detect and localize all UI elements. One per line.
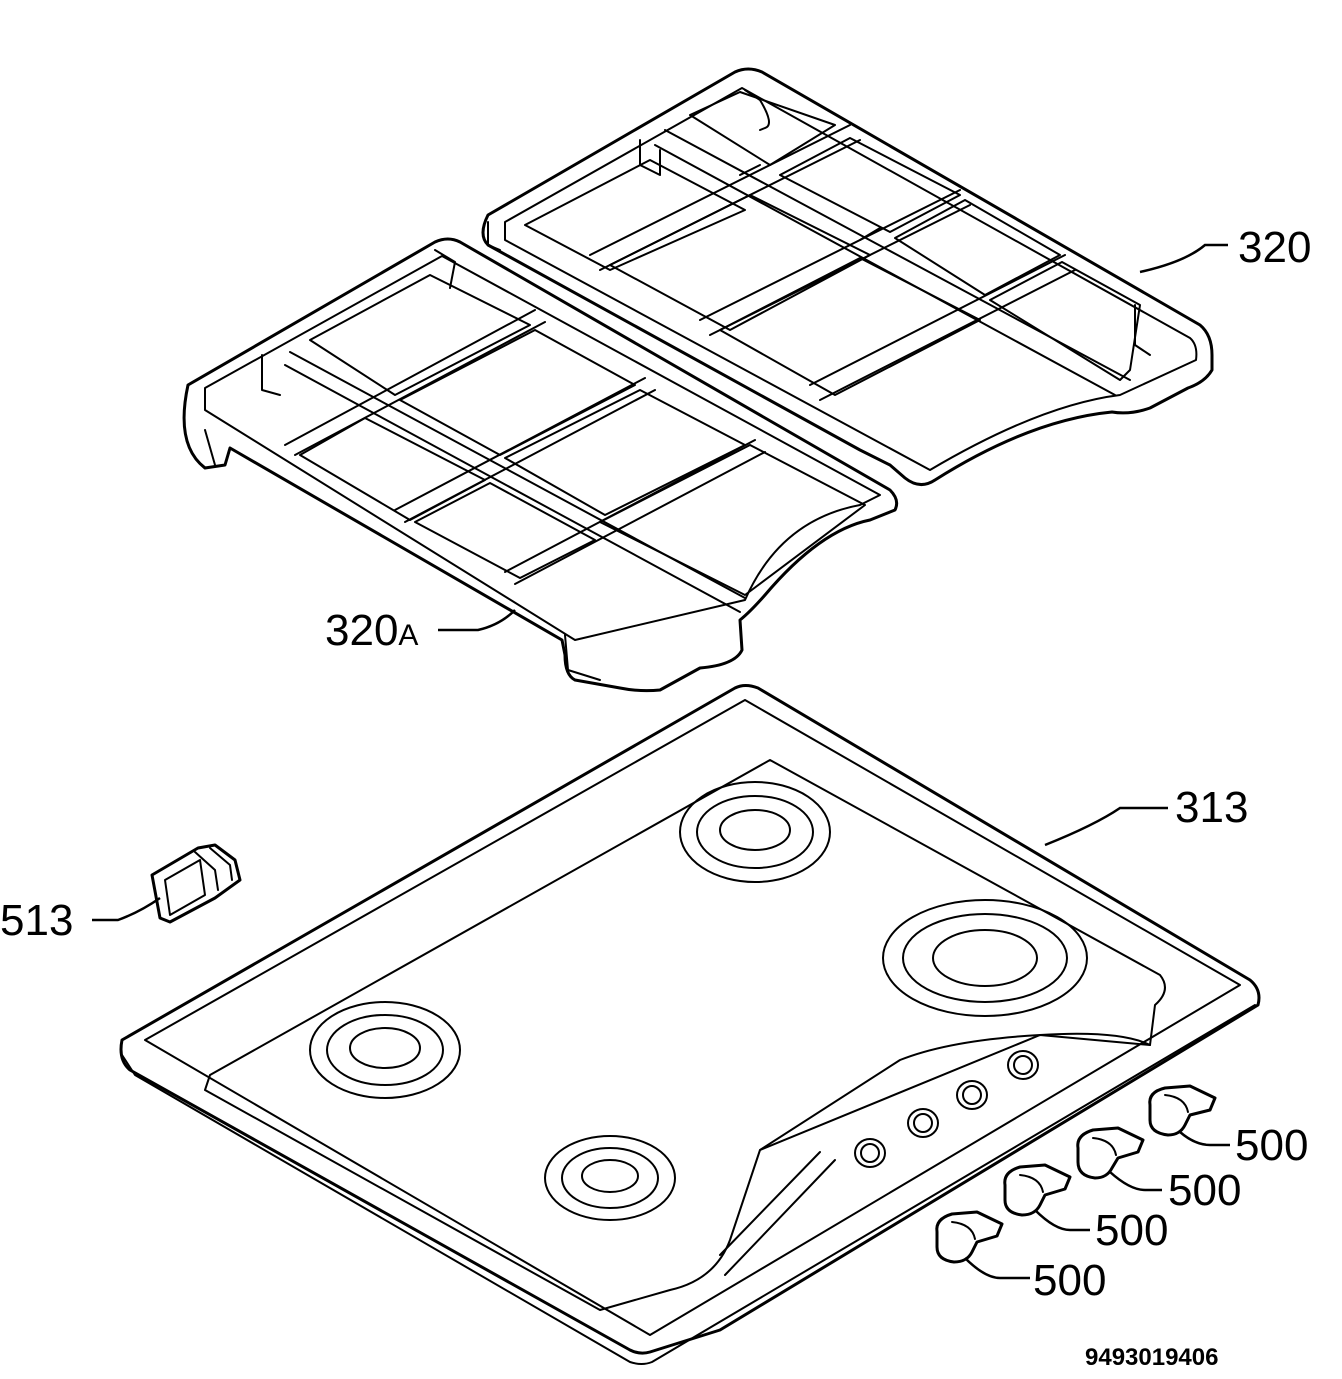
- control-knob-1: [935, 1210, 1004, 1264]
- callout-knob-4: 500: [1235, 1121, 1308, 1170]
- burner-bottom: [544, 1135, 676, 1221]
- callout-grid-left-number: 320: [325, 606, 398, 655]
- control-knob-4: [1148, 1084, 1217, 1137]
- callout-grid-left-suffix: A: [398, 619, 418, 652]
- callout-knob-3: 500: [1168, 1166, 1241, 1215]
- callout-knob-2: 500: [1095, 1206, 1168, 1255]
- control-knob-3: [1076, 1126, 1145, 1180]
- hob-top-panel: [119, 684, 1261, 1365]
- burner-left: [309, 1001, 461, 1099]
- leader-lines: [92, 243, 1230, 1280]
- burner-right-large: [882, 899, 1088, 1017]
- burner-top-right: [679, 781, 831, 883]
- pan-support-grid-left: [182, 237, 899, 693]
- callout-clip: 513: [0, 896, 73, 945]
- callout-grid-left: 320A: [325, 606, 418, 655]
- pan-support-grid-right: [481, 67, 1214, 486]
- callout-hob-top: 313: [1175, 783, 1248, 832]
- drawing-number: 9493019406: [1085, 1344, 1218, 1371]
- callout-knob-1: 500: [1033, 1256, 1106, 1305]
- control-knob-2: [1003, 1163, 1072, 1217]
- fixing-clip: [150, 843, 242, 924]
- callout-grid-right: 320: [1238, 223, 1311, 272]
